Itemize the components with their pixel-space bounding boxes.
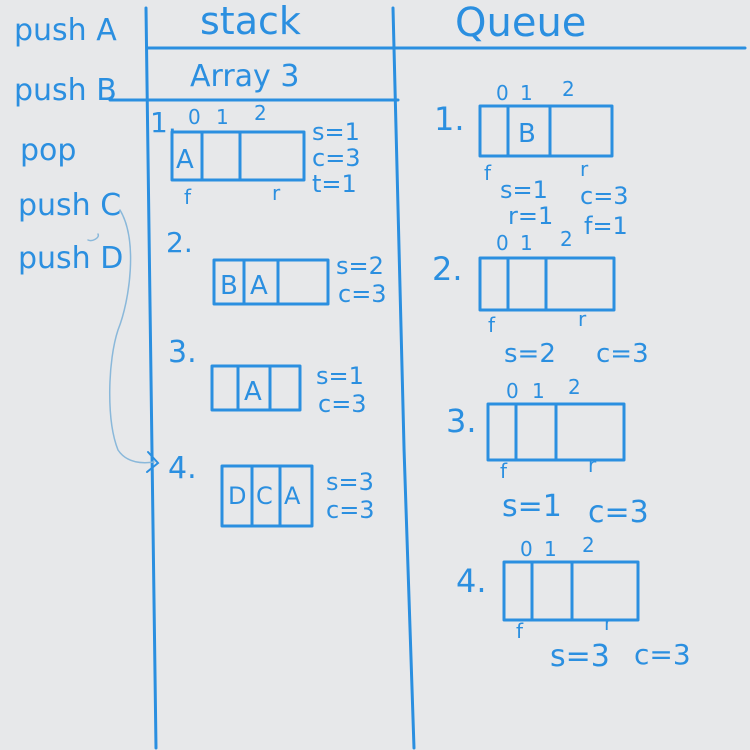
arrow-connector: [109, 209, 155, 464]
front-pointer: f: [516, 619, 524, 643]
index-label: 1: [216, 105, 229, 129]
front-index-label: f=1: [584, 212, 628, 240]
array-cell-dividers: [200, 130, 242, 182]
capacity-label: c=3: [312, 144, 361, 172]
array-box: [220, 464, 314, 528]
rear-index-label: r=1: [508, 202, 553, 230]
array-cell: A: [284, 482, 301, 510]
index-label: 0: [188, 105, 201, 129]
rear-pointer: r: [580, 157, 589, 181]
size-label: s=3: [550, 639, 610, 674]
index-label: 1: [520, 81, 533, 105]
middle-column-divider: [391, 6, 416, 750]
size-label: s=1: [502, 489, 562, 524]
index-label: 0: [520, 537, 533, 561]
queue-cell-dividers: [506, 256, 548, 312]
array-cell: A: [244, 377, 262, 407]
index-label: 1: [544, 537, 557, 561]
step-number: 3.: [168, 335, 197, 370]
index-label: 2: [560, 227, 573, 251]
index-label: 2: [562, 77, 575, 101]
array-cell: D: [228, 482, 246, 510]
capacity-label: c=3: [634, 638, 691, 671]
queue-step-3: 3. 0 1 2 f r s=1 c=3: [446, 375, 649, 530]
size-label: s=2: [504, 339, 556, 369]
top-label: t=1: [312, 170, 357, 198]
step-number: 3.: [446, 402, 477, 440]
array-cell-dividers: [242, 258, 280, 306]
step-number: 1.: [434, 100, 465, 138]
array-cell: B: [220, 271, 238, 301]
operation-item: push D: [18, 241, 123, 276]
queue-box: [478, 104, 614, 158]
front-pointer: f: [488, 313, 496, 337]
queue-cell: B: [518, 119, 536, 149]
rear-pointer: r: [588, 453, 597, 477]
step-number: 4.: [168, 451, 197, 486]
capacity-label: c=3: [588, 495, 649, 530]
operation-item: pop: [20, 133, 76, 168]
queue-step-1: 1. 0 1 2 B f r s=1 c=3 r=1 f=1: [434, 77, 629, 240]
array-cell: A: [250, 271, 268, 301]
queue-cell-dividers: [506, 104, 552, 158]
index-label: 2: [582, 533, 595, 557]
queue-header: Queue: [455, 0, 586, 46]
array-cell: A: [176, 145, 194, 175]
queue-cell-dividers: [514, 402, 558, 462]
size-label: s=1: [316, 362, 364, 390]
capacity-label: c=3: [326, 496, 375, 524]
array-box: [210, 364, 302, 412]
step-number: 4.: [456, 562, 487, 600]
queue-cell-dividers: [530, 560, 574, 622]
stack-step-1: 1. 0 1 2 A f r s=1 c=3 t=1: [150, 101, 361, 209]
stack-subheader: Array 3: [190, 59, 299, 94]
capacity-label: c=3: [318, 390, 367, 418]
array-box: [212, 258, 330, 306]
stack-header: stack: [200, 0, 301, 43]
array-box: [170, 130, 306, 182]
index-label: 0: [496, 231, 509, 255]
index-label: 0: [506, 379, 519, 403]
index-label: 2: [568, 375, 581, 399]
left-column-divider: [144, 6, 158, 750]
size-label: s=1: [500, 176, 548, 204]
operations-list: push A push B pop push C push D: [14, 13, 160, 473]
step-number: 2.: [432, 250, 463, 288]
stack-step-3: 3. A s=1 c=3: [168, 335, 367, 418]
index-label: 1: [532, 379, 545, 403]
capacity-label: c=3: [596, 339, 649, 369]
divider-lines: [108, 6, 747, 750]
rear-pointer: r: [272, 181, 281, 205]
index-label: 2: [254, 101, 267, 125]
queue-step-2: 2. 0 1 2 f r s=2 c=3: [432, 227, 649, 369]
rear-pointer: r: [578, 307, 587, 331]
front-pointer: f: [184, 185, 192, 209]
arrow-head-icon: [146, 451, 160, 473]
index-label: 0: [496, 81, 509, 105]
array-cell-dividers: [250, 464, 282, 528]
capacity-label: c=3: [338, 280, 387, 308]
size-label: s=1: [312, 118, 360, 146]
front-pointer: f: [500, 459, 508, 483]
operation-item: push C: [18, 188, 121, 223]
step-number: 2.: [166, 226, 193, 259]
array-cell: C: [256, 482, 273, 510]
queue-step-4: 4. 0 1 2 f r s=3 c=3: [456, 533, 691, 674]
operation-item: push B: [14, 73, 117, 108]
capacity-label: c=3: [580, 182, 629, 210]
index-label: 1: [520, 231, 533, 255]
rear-pointer: r: [604, 611, 613, 635]
front-pointer: f: [484, 161, 492, 185]
stack-step-4: 4. D C A s=3 c=3: [168, 451, 375, 528]
size-label: s=2: [336, 252, 384, 280]
scribble-mark: [87, 233, 100, 242]
operation-item: push A: [14, 13, 117, 48]
size-label: s=3: [326, 468, 374, 496]
array-cell-dividers: [236, 364, 272, 412]
stack-step-2: 2. B A s=2 c=3: [166, 226, 387, 308]
